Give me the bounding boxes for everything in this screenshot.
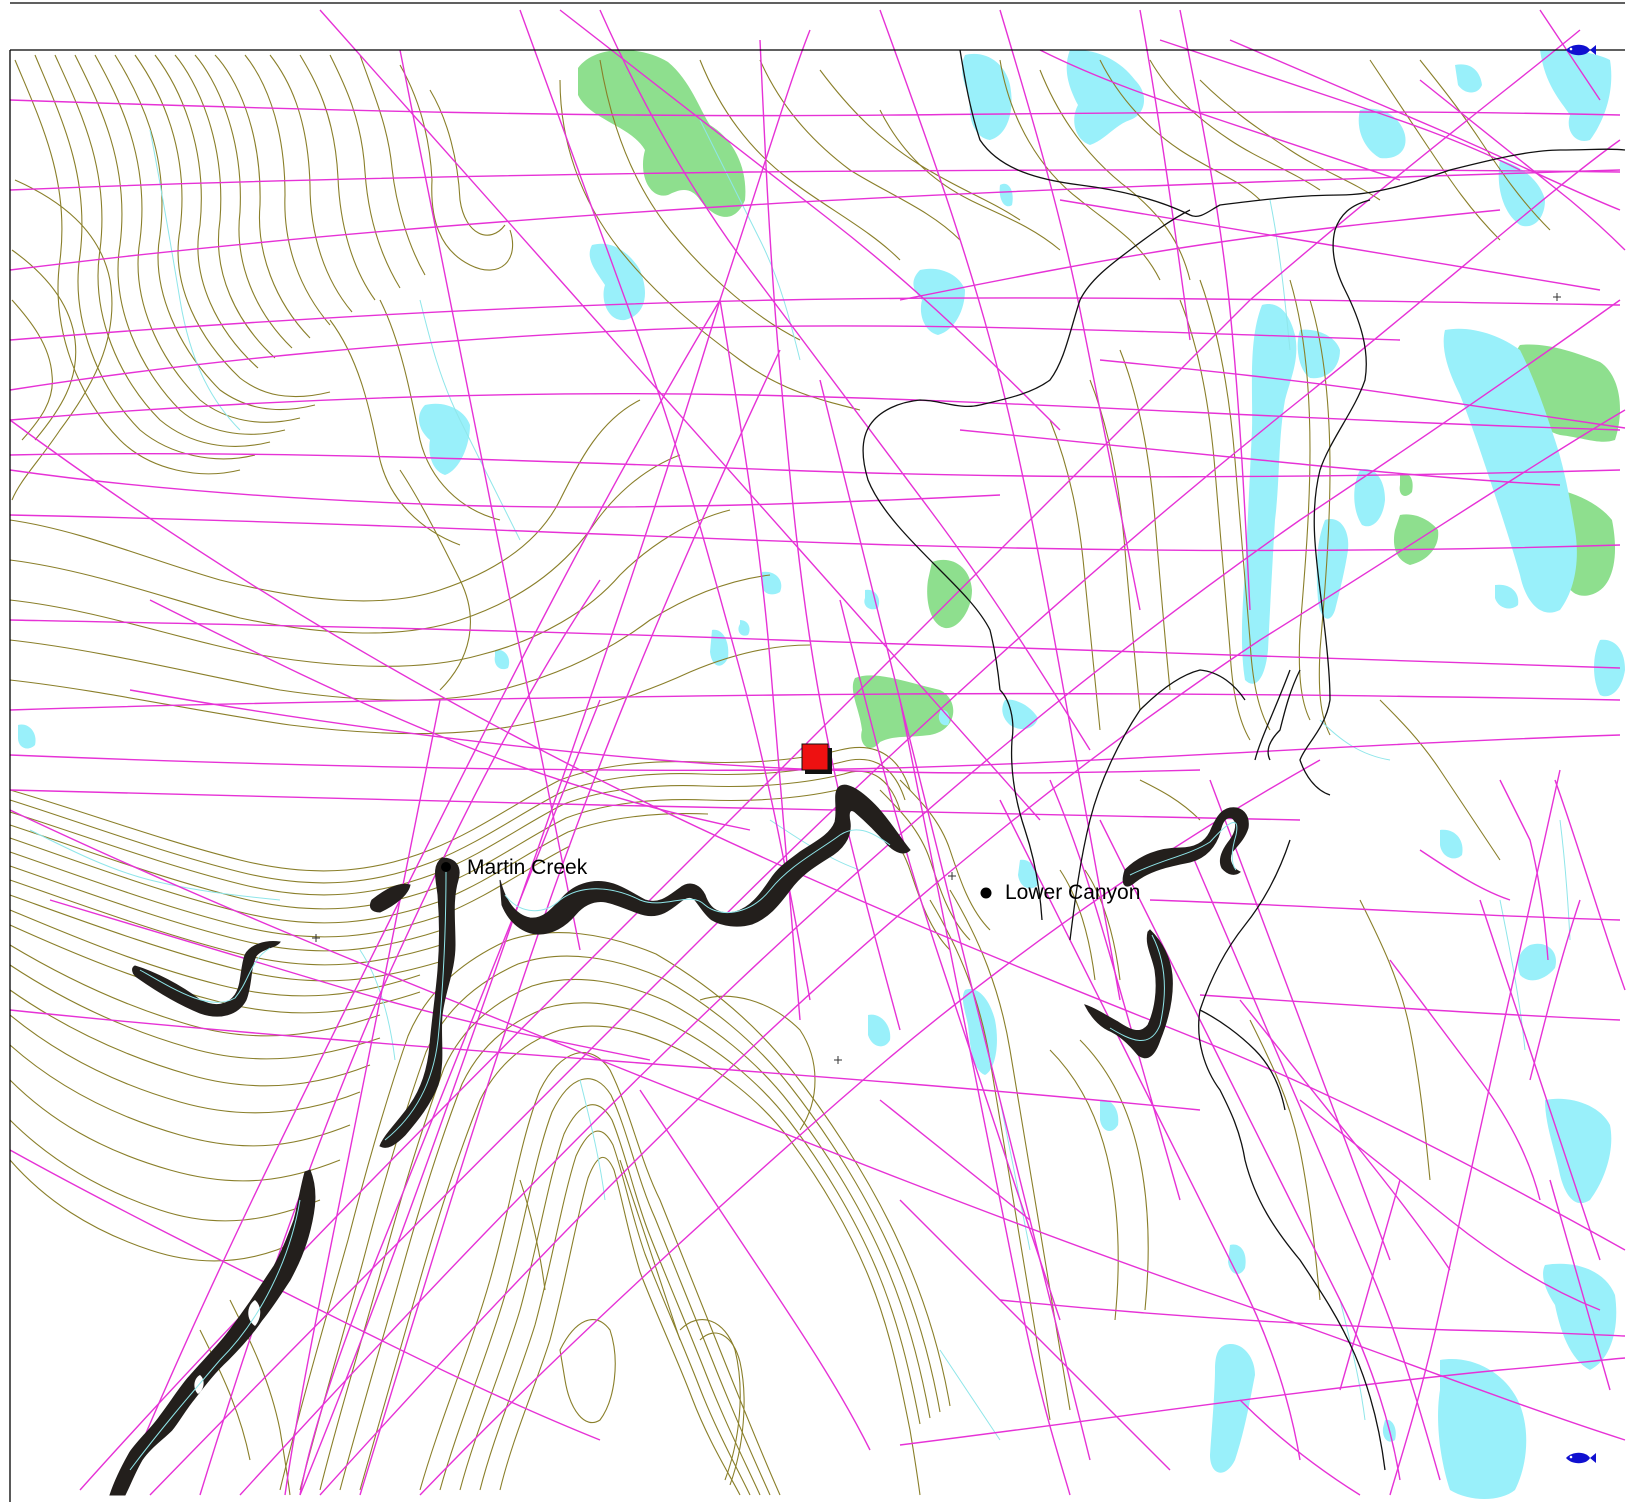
survey-cross	[1553, 293, 1561, 301]
river-layer	[109, 784, 1249, 1496]
river-centerline-layer	[129, 822, 1238, 1471]
fish-icon[interactable]	[1566, 44, 1596, 56]
track-layer	[9, 9, 1626, 1496]
lower-canyon-dot[interactable]	[980, 887, 992, 899]
map-frame	[9, 2, 1625, 1502]
water-layer	[18, 49, 1625, 1499]
survey-cross-layer	[312, 293, 1561, 1064]
martin-creek-label[interactable]: Martin Creek	[467, 856, 588, 879]
survey-cross	[312, 934, 320, 942]
lower-canyon-label[interactable]: Lower Canyon	[1005, 881, 1141, 904]
red-square-marker[interactable]	[801, 743, 832, 774]
road-layer	[862, 49, 1626, 1471]
survey-cross	[834, 1056, 842, 1064]
contour-layer	[9, 54, 1551, 1496]
fish-icon[interactable]	[1566, 1452, 1596, 1464]
martin-creek-dot[interactable]	[441, 862, 451, 872]
survey-cross	[948, 872, 956, 880]
